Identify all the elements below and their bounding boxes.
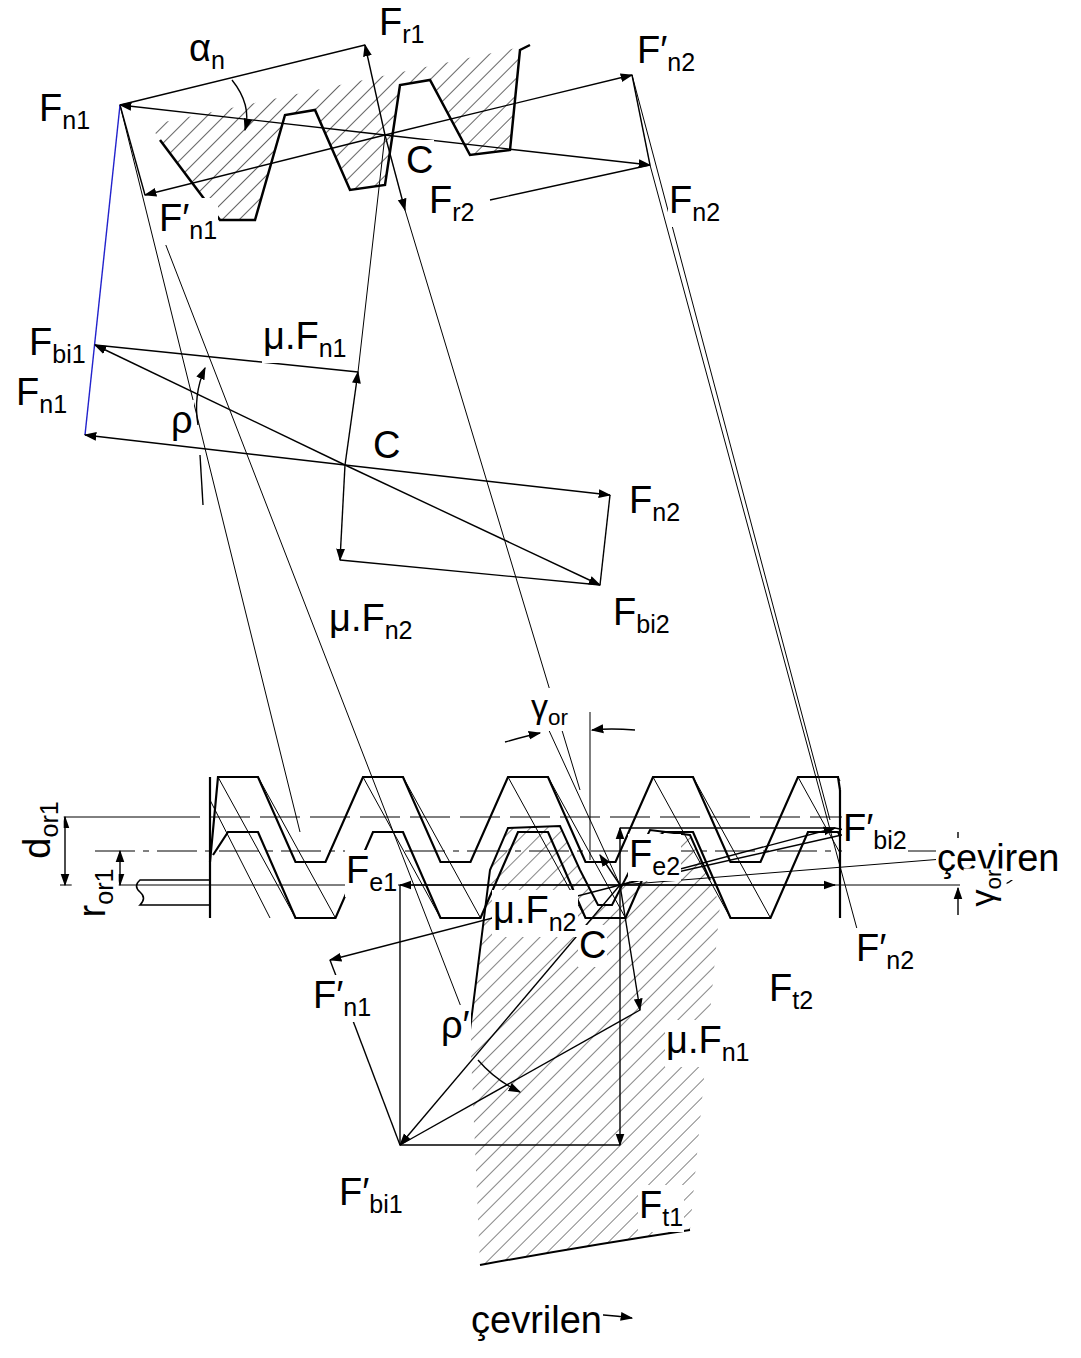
force-label: Fe2 [628, 834, 681, 881]
force-label: μ.Fn1 [665, 1020, 751, 1067]
force-label: Fn2 [628, 480, 681, 527]
force-label: Fn2 [668, 180, 721, 227]
symbol-subscript: n2 [385, 616, 413, 644]
symbol-subscript: r1 [402, 20, 424, 48]
symbol-main: F [346, 849, 369, 891]
force-label: ρ′ [440, 1005, 471, 1047]
symbol-main: α [189, 27, 211, 69]
force-label: F′n2 [636, 30, 696, 77]
symbol-subscript: bi2 [873, 826, 906, 854]
symbol-subscript: r2 [452, 198, 474, 226]
force-label: αn [188, 28, 226, 75]
force-label: μ.Fn1 [262, 316, 348, 363]
force-label: F′bi2 [842, 808, 908, 855]
symbol-subscript: n [211, 46, 225, 74]
force-label: Fr2 [428, 180, 476, 227]
symbol-subscript: bi1 [52, 340, 85, 368]
symbol-subscript: bi2 [636, 610, 669, 638]
symbol-subscript: n1 [722, 1038, 750, 1066]
symbol-subscript: n2 [652, 498, 680, 526]
force-label: γor [530, 688, 569, 731]
symbol-subscript: n2 [886, 946, 914, 974]
symbol-subscript: bi1 [369, 1190, 402, 1218]
symbol-main: F [613, 591, 636, 633]
symbol-main: F [29, 321, 52, 363]
symbol-main: F [669, 179, 692, 221]
symbol-main: F [629, 833, 652, 875]
symbol-main: μ.F [493, 889, 549, 931]
symbol-main: F′ [843, 807, 873, 849]
symbol-subscript: n1 [39, 390, 67, 418]
symbol-subscript: e1 [369, 868, 397, 896]
symbol-main: F [379, 1, 402, 43]
symbol-subscript: e2 [652, 852, 680, 880]
symbol-subscript: n1 [319, 334, 347, 362]
symbol-subscript: or [981, 870, 1006, 890]
symbol-main: F′ [637, 29, 667, 71]
symbol-subscript: n1 [189, 216, 217, 244]
force-label: Fe1 [345, 850, 398, 897]
symbol-main: γ [963, 889, 1001, 906]
symbol-main: μ.F [666, 1019, 722, 1061]
symbol-main: F [639, 1184, 662, 1226]
force-label: μ.Fn2 [492, 890, 578, 937]
symbol-subscript: t2 [792, 986, 813, 1014]
force-label: ror1 [72, 868, 119, 919]
force-label: γor [964, 869, 1007, 908]
symbol-subscript: n1 [62, 106, 90, 134]
symbol-main: μ.F [329, 597, 385, 639]
symbol-main: d [16, 838, 58, 859]
force-label: Fn1 [15, 372, 68, 419]
force-label: Fbi1 [28, 322, 87, 369]
symbol-main: F′ [339, 1171, 369, 1213]
symbol-subscript: n2 [692, 198, 720, 226]
symbol-main: F′ [313, 974, 343, 1016]
force-label: Fn1 [38, 88, 91, 135]
force-label: F′bi1 [338, 1172, 404, 1219]
force-label: C [405, 140, 434, 182]
force-label: F′n1 [312, 975, 372, 1022]
symbol-subscript: n2 [549, 908, 577, 936]
force-label: C [372, 425, 401, 467]
symbol-main: F′ [159, 197, 189, 239]
force-label: Fbi2 [612, 592, 671, 639]
force-label: çevrilen [470, 1300, 603, 1342]
force-label: F′n1 [158, 198, 218, 245]
symbol-main: F′ [856, 927, 886, 969]
symbol-subscript: n1 [343, 993, 371, 1021]
symbol-main: F [769, 967, 792, 1009]
symbol-subscript: or1 [35, 801, 63, 837]
force-label: F′n2 [855, 928, 915, 975]
force-label: C [578, 925, 607, 967]
force-label: Ft1 [638, 1185, 684, 1232]
symbol-main: F [39, 87, 62, 129]
force-label: ρ [170, 400, 194, 442]
symbol-subscript: n2 [667, 48, 695, 76]
force-label: Ft2 [768, 968, 814, 1015]
symbol-subscript: or [548, 705, 568, 730]
symbol-main: r [71, 905, 113, 918]
force-label: dor1 [17, 800, 64, 859]
symbol-main: μ.F [263, 315, 319, 357]
symbol-main: F [629, 479, 652, 521]
symbol-main: F [16, 371, 39, 413]
symbol-subscript: or1 [90, 869, 118, 905]
force-label: μ.Fn2 [328, 598, 414, 645]
symbol-main: γ [531, 687, 548, 725]
symbol-main: F [429, 179, 452, 221]
symbol-subscript: t1 [662, 1203, 683, 1231]
force-label: Fr1 [378, 2, 426, 49]
